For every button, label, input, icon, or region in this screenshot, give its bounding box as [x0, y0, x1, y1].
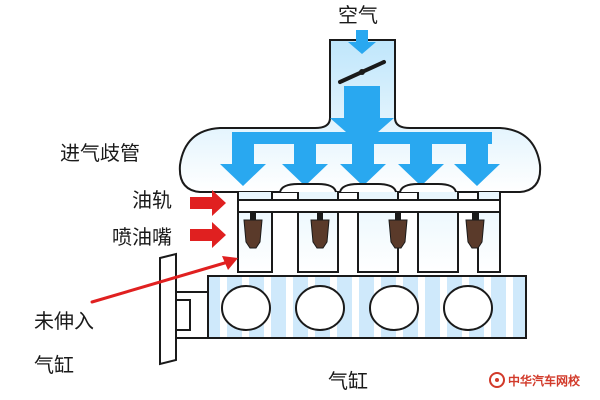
red-arrow-line — [90, 260, 230, 304]
airflow-arrow-icon — [220, 144, 266, 186]
injector-3 — [388, 212, 408, 249]
label-cylinder: 气缸 — [328, 369, 368, 393]
cylinder-3 — [369, 285, 419, 331]
throttle-valve — [338, 60, 386, 84]
watermark-text: 中华汽车网校 — [508, 373, 581, 388]
callout-arrows — [90, 190, 238, 304]
airflow-band — [232, 132, 492, 144]
label-air: 空气 — [338, 3, 378, 27]
airflow-arrows — [220, 86, 500, 186]
airflow-arrow-icon — [454, 144, 500, 186]
airflow-arrow-icon — [330, 86, 394, 146]
injectors — [243, 212, 485, 249]
cylinder-block — [207, 275, 527, 339]
airflow-arrow-icon — [340, 144, 386, 186]
red-arrow-icon — [190, 222, 226, 248]
red-arrow-icon — [190, 190, 226, 216]
cylinder-4 — [443, 285, 493, 331]
injector-1 — [243, 212, 263, 249]
air-inlet-arrow-icon — [348, 30, 376, 54]
cylinder-1 — [221, 285, 271, 331]
label-fuel-rail: 油轨 — [132, 188, 172, 212]
airflow-arrow-icon — [282, 144, 328, 186]
airflow-arrow-icon — [398, 144, 444, 186]
fuel-rail — [237, 183, 501, 213]
red-arrow-icon — [222, 256, 238, 270]
cylinder-2 — [295, 285, 345, 331]
label-intake-manifold: 进气歧管 — [60, 141, 140, 165]
label-not-into-cylinder-1: 未伸入 — [34, 309, 94, 333]
injector-4 — [465, 212, 485, 249]
watermark: 中华汽车网校 — [489, 372, 581, 388]
label-not-into-cylinder-2: 气缸 — [34, 353, 74, 377]
wheel-logo-icon — [489, 372, 505, 388]
injector-2 — [310, 212, 330, 249]
label-injector: 喷油嘴 — [112, 225, 172, 249]
